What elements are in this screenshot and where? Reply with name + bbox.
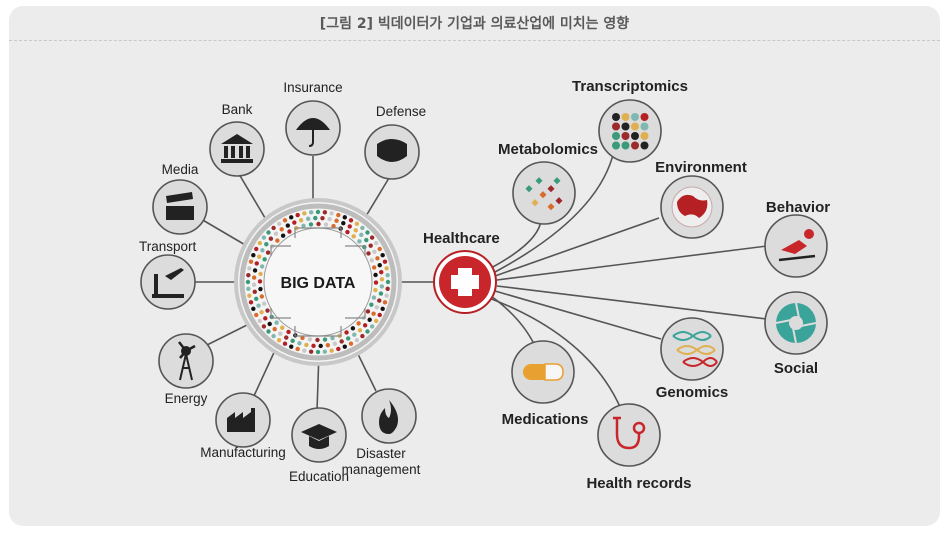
- aperture-icon: [775, 302, 817, 344]
- node-environment: Environment: [655, 159, 747, 239]
- node-media-label: Media: [162, 162, 199, 177]
- wind-turbine-icon: [178, 341, 196, 381]
- node-education: Education: [289, 407, 349, 484]
- skier-icon: [778, 229, 816, 262]
- graduation-cap-icon: [301, 424, 337, 449]
- node-insurance: Insurance: [283, 80, 343, 156]
- center-label: BIG DATA: [281, 275, 356, 292]
- node-transcriptomics: Transcriptomics: [572, 78, 688, 163]
- police-badge-icon: [377, 139, 407, 162]
- node-transcriptomics-label: Transcriptomics: [572, 78, 688, 95]
- stethoscope-icon: [613, 416, 646, 450]
- node-environment-label: Environment: [655, 159, 747, 176]
- node-education-label: Education: [289, 469, 349, 484]
- heatmap-grid-icon: [612, 113, 649, 150]
- pill-icon: [523, 363, 564, 381]
- node-insurance-label: Insurance: [283, 80, 342, 95]
- hub-label: Healthcare: [423, 230, 500, 247]
- dna-icon: [672, 331, 718, 367]
- factory-icon: [227, 408, 255, 432]
- big-data-core: BIG DATA: [234, 198, 402, 366]
- node-bank-label: Bank: [222, 102, 253, 117]
- node-social-label: Social: [774, 360, 818, 377]
- big-data-diagram: BIG DATA Healthcare Insurance: [139, 78, 830, 492]
- node-health-records-label: Health records: [586, 475, 691, 492]
- node-disaster-label: Disaster: [356, 446, 406, 461]
- node-medications: Medications: [502, 340, 589, 428]
- umbrella-icon: [296, 118, 330, 147]
- node-media: Media: [152, 162, 208, 235]
- node-genomics: Genomics: [656, 317, 729, 401]
- node-social: Social: [764, 291, 828, 377]
- node-genomics-label: Genomics: [656, 384, 729, 401]
- bank-icon: [221, 134, 253, 163]
- node-transport-label: Transport: [139, 239, 197, 254]
- node-defense-label: Defense: [376, 104, 426, 119]
- figure-caption: [그림 2] 빅데이터가 기업과 의료산업에 미치는 영향: [9, 6, 940, 41]
- node-defense: Defense: [364, 104, 426, 180]
- clapperboard-icon: [166, 192, 194, 220]
- airport-icon: [152, 268, 184, 298]
- node-behavior-label: Behavior: [766, 199, 830, 216]
- node-manufacturing-label: Manufacturing: [200, 445, 286, 460]
- node-metabolomics: Metabolomics: [498, 141, 598, 225]
- node-health-records: Health records: [586, 403, 692, 492]
- healthcare-hub: Healthcare: [423, 230, 500, 314]
- node-behavior: Behavior: [764, 199, 830, 278]
- node-bank: Bank: [209, 102, 265, 177]
- node-manufacturing: Manufacturing: [200, 392, 286, 460]
- node-disaster-label-line2: management: [342, 462, 421, 477]
- node-energy: Energy: [158, 333, 214, 406]
- fire-icon: [379, 400, 398, 434]
- node-medications-label: Medications: [502, 411, 589, 428]
- node-energy-label: Energy: [165, 391, 208, 406]
- scatter-dots-icon: [525, 177, 563, 211]
- core-data-ring: [245, 209, 391, 355]
- globe-icon: [671, 186, 713, 228]
- node-disaster-management: Disaster management: [342, 388, 421, 477]
- figure-frame: [그림 2] 빅데이터가 기업과 의료산업에 미치는 영향: [9, 6, 940, 526]
- node-transport: Transport: [139, 239, 197, 310]
- node-metabolomics-label: Metabolomics: [498, 141, 598, 158]
